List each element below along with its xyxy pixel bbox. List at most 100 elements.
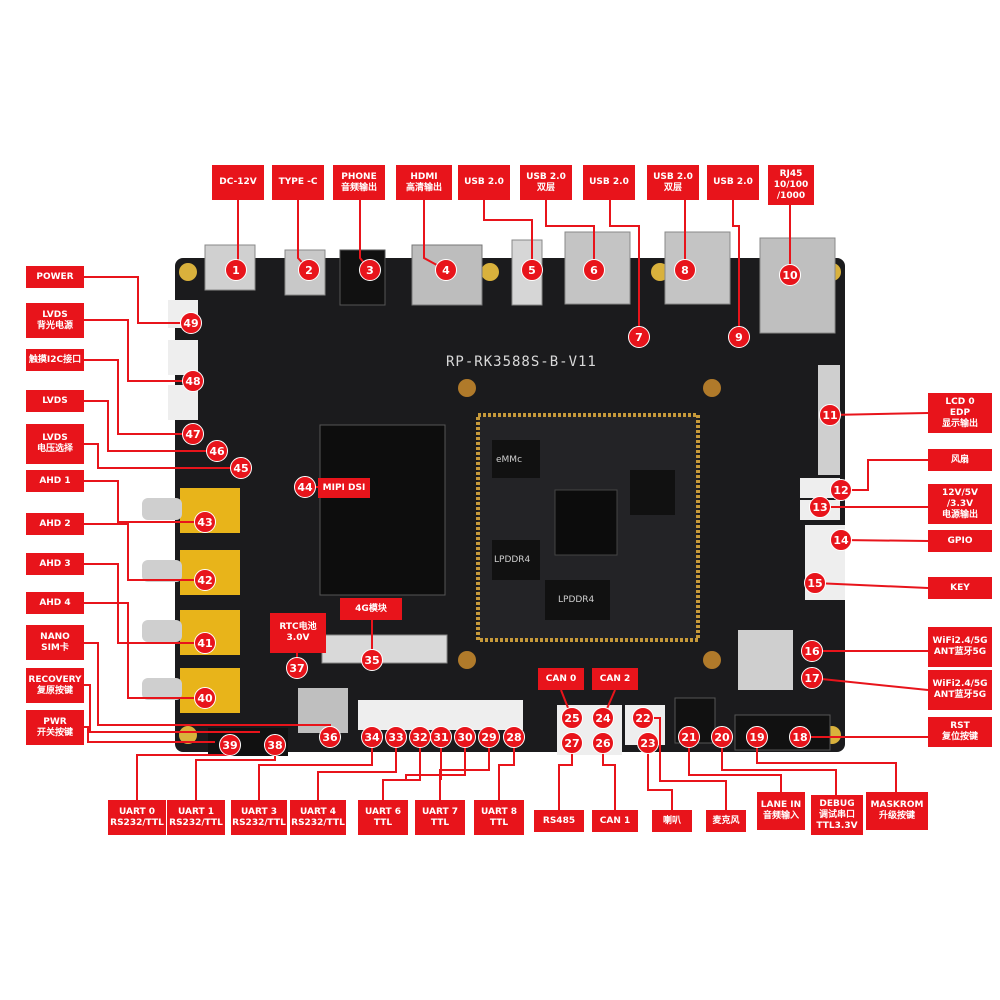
emmc-chip bbox=[492, 440, 540, 478]
callout-label-14: GPIO bbox=[928, 530, 992, 552]
callout-number-31: 31 bbox=[430, 726, 452, 748]
callout-label-line: 复位按键 bbox=[941, 732, 978, 742]
callout-number-9: 9 bbox=[728, 326, 750, 348]
ahd-pin bbox=[142, 620, 182, 642]
callout-label-line: USB 2.0 bbox=[713, 177, 753, 187]
leader-line-9 bbox=[732, 200, 740, 337]
callout-label-line: POWER bbox=[36, 271, 74, 282]
callout-label-line: WiFi2.4/5G bbox=[932, 679, 988, 689]
wifi-module bbox=[738, 630, 793, 690]
leader-line-6 bbox=[545, 200, 595, 270]
sim-slot bbox=[298, 688, 348, 733]
leader-line-19 bbox=[756, 737, 897, 792]
leader-line-P bbox=[84, 726, 215, 743]
callout-label-9: USB 2.0 bbox=[707, 165, 759, 200]
callout-number-17: 17 bbox=[801, 667, 823, 689]
callout-label-line: CAN 1 bbox=[599, 815, 631, 826]
callout-label-line: 显示输出 bbox=[941, 418, 978, 429]
callout-number-18: 18 bbox=[789, 726, 811, 748]
callout-number-42: 42 bbox=[194, 569, 216, 591]
callout-label-line: HDMI bbox=[410, 171, 438, 182]
callout-label-line: RTC电池 bbox=[279, 622, 317, 632]
callout-label-27: RS485 bbox=[534, 810, 584, 832]
callout-label-line: 背光电源 bbox=[36, 320, 73, 331]
callout-label-line: RS232/TTL bbox=[291, 817, 345, 828]
callout-label-line: 麦克风 bbox=[712, 815, 740, 826]
mounting-hole bbox=[703, 651, 721, 669]
callout-label-35: 4G模块 bbox=[340, 598, 402, 620]
callout-label-49: POWER bbox=[26, 266, 84, 288]
callout-label-line: LVDS bbox=[42, 309, 68, 320]
callout-number-33: 33 bbox=[385, 726, 407, 748]
callout-label-line: TTL bbox=[430, 817, 450, 828]
callout-number-32: 32 bbox=[409, 726, 431, 748]
callout-label-line: USB 2.0 bbox=[589, 177, 629, 187]
callout-label-line: UART 1 bbox=[177, 806, 215, 817]
callout-label-line: WiFi2.4/5G bbox=[932, 636, 988, 646]
callout-number-19: 19 bbox=[746, 726, 768, 748]
callout-label-line: SIM卡 bbox=[41, 642, 69, 653]
rj45-port bbox=[759, 237, 836, 334]
callout-number-6: 6 bbox=[583, 259, 605, 281]
callout-label-line: USB 2.0 bbox=[464, 177, 504, 187]
callout-label-46: LVDS bbox=[26, 390, 84, 412]
leader-line-22 bbox=[643, 717, 727, 810]
callout-label-5: USB 2.0 bbox=[458, 165, 510, 200]
m2-slot bbox=[321, 634, 448, 664]
callout-number-24: 24 bbox=[592, 707, 614, 729]
leader-line-47 bbox=[84, 359, 193, 435]
board-name: RP-RK3588S-B-V11 bbox=[446, 354, 597, 370]
callout-number-12: 12 bbox=[830, 479, 852, 501]
callout-label-line: KEY bbox=[950, 582, 970, 593]
callout-number-29: 29 bbox=[478, 726, 500, 748]
leader-line-30 bbox=[405, 737, 466, 780]
callout-label-line: TTL bbox=[489, 817, 509, 828]
callout-label-line: CAN 0 bbox=[545, 673, 577, 684]
callout-label-line: DC-12V bbox=[219, 177, 257, 187]
lpddr-chip bbox=[545, 580, 610, 620]
lpddr-label: LPDDR4 bbox=[494, 555, 531, 565]
mounting-hole bbox=[481, 263, 499, 281]
callout-label-line: RS232/TTL bbox=[232, 817, 286, 828]
callout-label-line: UART 8 bbox=[480, 806, 518, 817]
callout-label-12: 风扇 bbox=[928, 449, 992, 471]
callout-label-line: AHD 3 bbox=[39, 558, 71, 569]
callout-label-line: UART 3 bbox=[240, 806, 278, 817]
callout-label-line: ANT蓝牙5G bbox=[933, 647, 987, 657]
callout-label-line: LVDS bbox=[42, 395, 68, 406]
callout-label-23: 喇叭 bbox=[652, 810, 692, 832]
callout-label-line: 喇叭 bbox=[662, 815, 681, 826]
lpddr-chip bbox=[492, 540, 540, 580]
callout-number-16: 16 bbox=[801, 640, 823, 662]
callout-number-4: 4 bbox=[435, 259, 457, 281]
callout-label-22: 麦克风 bbox=[706, 810, 746, 832]
leader-line-48 bbox=[84, 319, 193, 382]
callout-number-1: 1 bbox=[225, 259, 247, 281]
callout-number-39: 39 bbox=[219, 734, 241, 756]
callout-label-line: /3.3V bbox=[946, 498, 974, 509]
leader-line-43 bbox=[84, 480, 205, 523]
mounting-hole bbox=[458, 651, 476, 669]
callout-label-line: RS232/TTL bbox=[169, 817, 223, 828]
callout-number-21: 21 bbox=[678, 726, 700, 748]
leader-line-17 bbox=[811, 677, 929, 691]
callout-label-line: 双层 bbox=[536, 182, 555, 193]
callout-label-43: AHD 1 bbox=[26, 470, 84, 492]
callout-label-line: /1000 bbox=[776, 190, 806, 201]
callout-label-line: UART 0 bbox=[118, 806, 156, 817]
callout-number-48: 48 bbox=[182, 370, 204, 392]
